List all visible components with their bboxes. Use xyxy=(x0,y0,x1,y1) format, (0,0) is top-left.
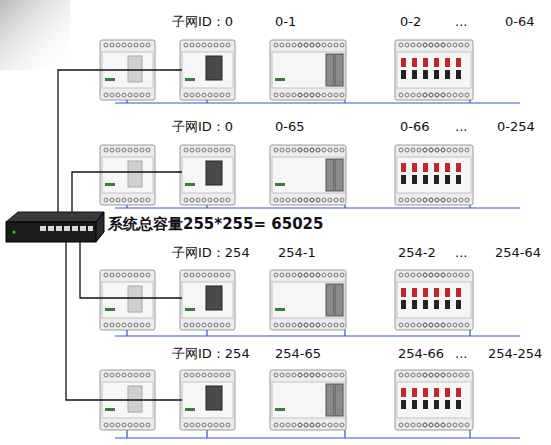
relay-module xyxy=(395,370,473,430)
dimmer-module xyxy=(270,40,346,100)
gateway-module xyxy=(180,145,235,205)
address-label: 0-254 xyxy=(497,119,535,135)
address-label: 子网ID：0 xyxy=(172,14,233,30)
device-row xyxy=(100,370,520,438)
gateway-module xyxy=(180,270,235,330)
address-label: 0-65 xyxy=(275,119,305,135)
dimmer-module xyxy=(270,145,346,205)
address-label: 254-254 xyxy=(488,346,542,362)
address-label: 254-64 xyxy=(495,245,541,261)
address-label: 0-2 xyxy=(400,14,421,30)
relay-module xyxy=(395,40,473,100)
address-label: 254-1 xyxy=(278,245,316,261)
address-label: 子网ID：254 xyxy=(172,346,250,362)
network-switch xyxy=(6,212,104,242)
address-label: ... xyxy=(455,346,467,362)
address-label: ... xyxy=(455,14,467,30)
device-row xyxy=(100,145,520,208)
address-label: ... xyxy=(455,245,467,261)
dimmer-module xyxy=(270,270,346,330)
corner-shade xyxy=(0,0,70,70)
network-cable xyxy=(80,242,182,298)
bus-line xyxy=(115,100,520,103)
address-label: 254-66 xyxy=(398,346,444,362)
address-label: 子网ID：0 xyxy=(172,119,233,135)
gateway-module xyxy=(180,40,235,100)
address-label: 0-64 xyxy=(505,14,535,30)
network-cable xyxy=(58,70,182,222)
power-module xyxy=(100,270,155,330)
relay-module xyxy=(395,270,473,330)
device-row xyxy=(100,270,520,336)
address-label: 0-66 xyxy=(400,119,430,135)
network-cable xyxy=(66,242,182,400)
power-module xyxy=(100,145,155,205)
device-row xyxy=(100,40,520,103)
address-label: 子网ID：254 xyxy=(172,245,250,261)
relay-module xyxy=(395,145,473,205)
gateway-module xyxy=(180,370,235,430)
bus-line xyxy=(115,430,520,438)
address-label: 254-65 xyxy=(275,346,321,362)
capacity-note: 系统总容量255*255= 65025 xyxy=(108,216,323,232)
dimmer-module xyxy=(270,370,346,430)
address-label: 0-1 xyxy=(275,14,296,30)
bus-line xyxy=(115,205,520,208)
address-label: ... xyxy=(455,119,467,135)
address-label: 254-2 xyxy=(398,245,436,261)
bus-line xyxy=(115,330,520,336)
